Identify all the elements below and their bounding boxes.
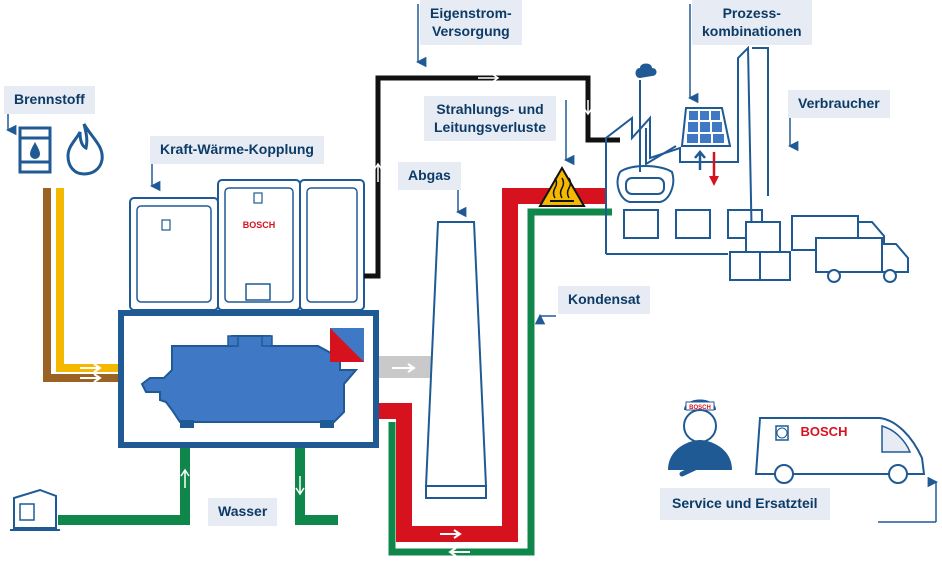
service-van-icon [754, 417, 926, 484]
house-icon [10, 488, 60, 531]
label-wasser: Wasser [208, 498, 278, 526]
label-abgas: Abgas [398, 162, 461, 190]
chimney-stack [424, 221, 488, 499]
condensate-return-line [388, 208, 612, 557]
oil-barrel-icon [18, 126, 52, 174]
engine-icon [140, 335, 359, 428]
fuel-line-yellow [56, 188, 122, 383]
label-kondensat: Kondensat [558, 286, 651, 314]
label-kraft-waerme-kopplung: Kraft-Wärme-Kopplung [150, 136, 324, 164]
cabinet-logo: BOSCH [243, 220, 276, 230]
wrench-icon [679, 452, 722, 477]
hot-surface-warning-icon [538, 166, 586, 207]
solar-panel-icon [680, 107, 732, 186]
label-eigenstrom-versorgung: Eigenstrom-Versorgung [420, 0, 522, 45]
exhaust-flow [376, 356, 434, 378]
label-verbraucher: Verbraucher [788, 90, 890, 118]
label-prozesskombinationen: Prozess-kombinationen [692, 0, 812, 45]
water-line [58, 448, 338, 525]
chp-cabinet-middle [217, 179, 301, 311]
chp-cabinet-right [299, 179, 365, 311]
label-service-und-ersatzteil: Service und Ersatzteil [660, 488, 830, 520]
cap-logo: BOSCH [689, 405, 711, 411]
heat-exchanger-icon [330, 328, 364, 362]
factory-building [605, 45, 780, 255]
label-brennstoff: Brennstoff [4, 86, 95, 114]
crates [729, 221, 791, 281]
power-supply-line [364, 73, 620, 279]
heat-arrow-marker [440, 529, 462, 539]
flame-icon [66, 123, 104, 176]
delivery-truck-icon [791, 215, 909, 283]
van-logo: BOSCH [801, 424, 848, 439]
chp-cabinet-left [129, 197, 219, 311]
